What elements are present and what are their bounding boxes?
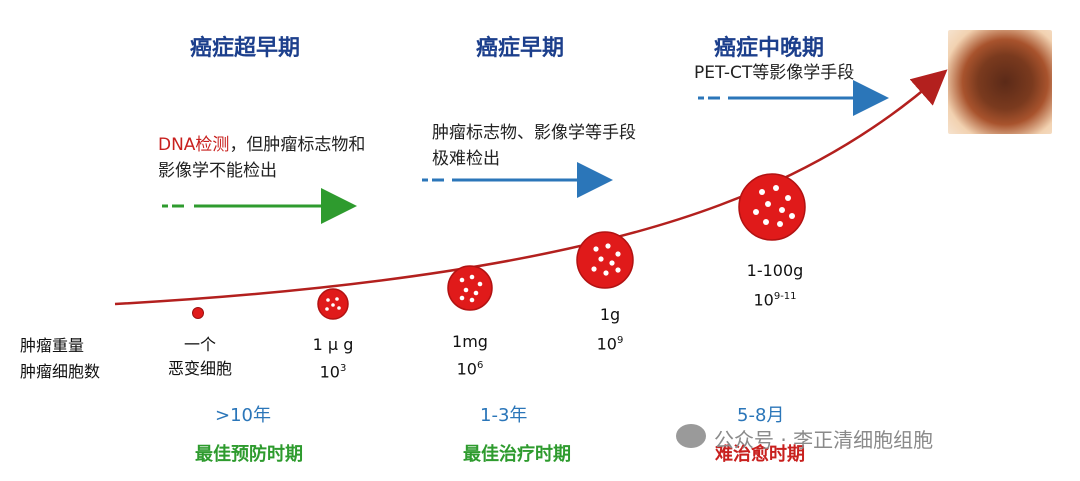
- cell-label-milligram: 1mg 106: [435, 330, 505, 381]
- years-ultra-early: >10年: [215, 405, 271, 426]
- detection-text-line1: ，但肿瘤标志物和: [229, 135, 366, 155]
- tumor-cell-milligram: [447, 265, 493, 311]
- cell-count: 恶变细胞: [167, 359, 232, 378]
- cell-label-single: 一个 恶变细胞: [160, 333, 240, 381]
- stage-title-ultra-early: 癌症超早期: [190, 36, 301, 61]
- cell-count: 109-11: [753, 290, 797, 310]
- detection-text-line2: 极难检出: [432, 149, 500, 169]
- detection-text-late: PET-CT等影像学手段: [694, 60, 934, 86]
- period-hard-to-cure: 难治愈时期: [715, 444, 805, 465]
- cell-label-gram: 1g 109: [575, 302, 645, 357]
- cell-weight: 1 μ g: [312, 335, 354, 354]
- detection-text-line1: 肿瘤标志物、影像学等手段: [432, 123, 636, 143]
- cell-label-microgram: 1 μ g 103: [298, 333, 368, 384]
- detection-text-line1: PET-CT等影像学手段: [694, 63, 855, 83]
- cell-count: 103: [319, 362, 347, 382]
- cell-label-large: 1-100g 109-11: [730, 258, 820, 313]
- stage-title-late: 癌症中晚期: [714, 36, 825, 61]
- years-early: 1-3年: [480, 405, 528, 426]
- period-prevention: 最佳预防时期: [195, 444, 303, 465]
- tumor-cell-count-label: 肿瘤细胞数: [20, 362, 101, 381]
- cell-weight: 一个: [183, 335, 216, 354]
- tumor-image: [948, 30, 1052, 134]
- dna-detection-label: DNA检测: [158, 135, 230, 155]
- tumor-cell-microgram: [317, 288, 349, 320]
- wechat-icon: [676, 424, 706, 448]
- years-late: 5-8月: [737, 405, 785, 426]
- cell-count: 106: [456, 359, 484, 379]
- period-treatment: 最佳治疗时期: [463, 444, 571, 465]
- detection-text-early: 肿瘤标志物、影像学等手段 极难检出: [432, 120, 712, 172]
- stage-title-early: 癌症早期: [476, 36, 565, 61]
- tumor-cell-large: [738, 173, 806, 241]
- row-labels: 肿瘤重量 肿瘤细胞数: [20, 333, 100, 385]
- watermark-text: 公众号 · 李正清细胞组胞: [714, 428, 934, 452]
- tumor-cell-gram: [576, 231, 634, 289]
- cell-weight: 1-100g: [746, 261, 804, 280]
- cell-weight: 1mg: [452, 332, 488, 351]
- detection-text-line2: 影像学不能检出: [158, 161, 277, 181]
- cell-count: 109: [596, 334, 624, 354]
- growth-curve: [114, 69, 948, 306]
- tumor-weight-label: 肿瘤重量: [20, 336, 85, 355]
- tumor-cell-single: [192, 307, 204, 319]
- cell-weight: 1g: [599, 305, 621, 324]
- detection-text-ultra-early: DNA检测，但肿瘤标志物和 影像学不能检出: [158, 132, 408, 184]
